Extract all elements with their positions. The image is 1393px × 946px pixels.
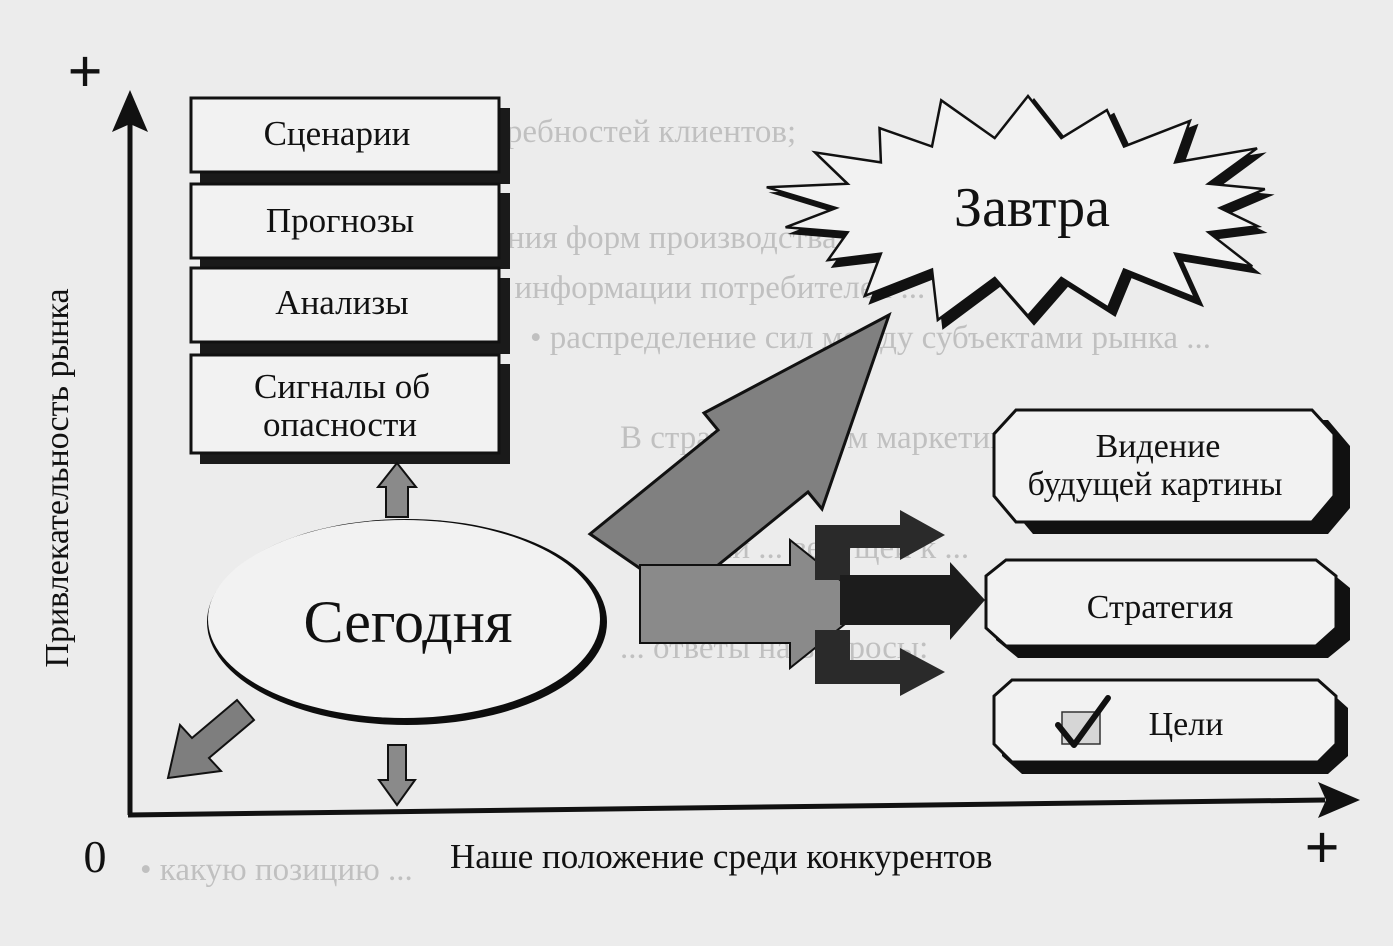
scenarios-label: Сценарии [264, 114, 411, 153]
svg-text:• какую позицию ...: • какую позицию ... [140, 852, 413, 888]
goals-box: Цели [992, 678, 1348, 774]
vision-line2: будущей картины [1028, 466, 1283, 503]
arrow-down-left-icon [166, 698, 256, 780]
tomorrow-label: Завтра [954, 177, 1110, 239]
arrow-to-outcomes-icon [639, 510, 985, 696]
danger-signals-box: Сигналы об опасности [189, 353, 510, 464]
analyses-label: Анализы [275, 283, 408, 322]
vision-box: Видение будущей картины [992, 408, 1350, 534]
y-axis-plus: + [67, 38, 102, 106]
forecasts-box: Прогнозы [189, 182, 510, 269]
forecasts-label: Прогнозы [266, 201, 414, 240]
tomorrow-node: Завтра [766, 93, 1275, 330]
arrow-down-icon [377, 744, 417, 807]
scenarios-box: Сценарии [189, 96, 510, 184]
analyses-box: Анализы [189, 266, 510, 354]
danger-signals-line2: опасности [263, 405, 417, 444]
today-label: Сегодня [303, 589, 512, 655]
x-axis-label: Наше положение среди конкурентов [450, 837, 992, 876]
danger-signals-line1: Сигналы об [254, 367, 430, 406]
strategy-box: Стратегия [984, 558, 1350, 658]
origin-label: 0 [84, 831, 107, 882]
x-axis [127, 782, 1360, 818]
today-node: Сегодня [207, 519, 607, 725]
strategy-label: Стратегия [1087, 589, 1234, 626]
vision-line1: Видение [1096, 428, 1221, 465]
x-axis-plus: + [1304, 814, 1339, 882]
y-axis [112, 90, 148, 815]
goals-label: Цели [1149, 706, 1224, 743]
arrow-up-icon [375, 461, 419, 518]
checkmark-icon [1055, 695, 1111, 748]
y-axis-label: Привлекательность рынка [39, 288, 76, 667]
